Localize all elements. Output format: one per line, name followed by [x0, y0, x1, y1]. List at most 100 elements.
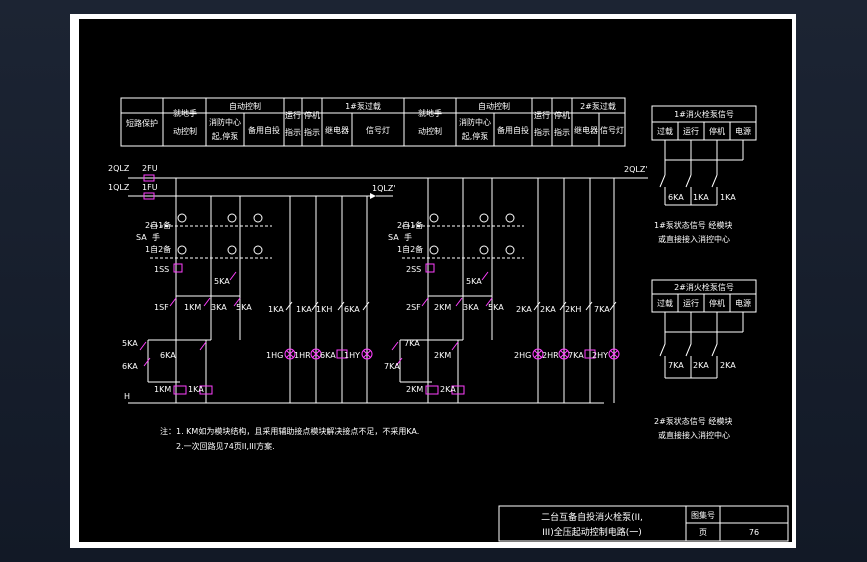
header-fire-center-2b: 起,停泵: [462, 131, 489, 141]
g1-sel-b-contact-2: [227, 245, 237, 255]
group1-wiring: [139, 196, 370, 403]
g1-sel-b-contact-1: [177, 245, 187, 255]
header-auto-ctrl-1: 自动控制: [229, 101, 261, 111]
side2-note-2: 或直接接入消控中心: [658, 430, 730, 440]
g1-coil-ka-label: 1KA: [188, 385, 204, 394]
header-run-ind-2a: 运行: [534, 110, 550, 120]
header-relay-1: 继电器: [325, 125, 349, 135]
header-pump1-overload: 1#泵过载: [345, 101, 381, 111]
g2-lamp-2: 2HR: [542, 351, 559, 360]
g1-sel-a-contact-3: [253, 213, 263, 223]
fuse-2fu: [143, 174, 155, 182]
header-fire-center-1b: 起,停泵: [212, 131, 239, 141]
side2-note-1: 2#泵状态信号 经模块: [654, 416, 732, 426]
side2-contact-1: 7KA: [668, 361, 684, 370]
fuse-1fu: [143, 192, 155, 200]
g2-coil-km-label: 2KM: [406, 385, 423, 394]
g1-ss-button: [173, 263, 183, 273]
g2-ss-button: [425, 263, 435, 273]
side2-col-2: 运行: [683, 298, 699, 308]
header-local-manual-2: 动控制: [173, 126, 197, 136]
label-fuse-2fu: 2FU: [142, 164, 158, 173]
g1-ka6-label: 6KA: [160, 351, 176, 360]
header-run-ind-2b: 指示: [534, 127, 550, 137]
g2-sel-b-label: 1自2备: [397, 244, 423, 254]
g1-sel-b-contact-3: [253, 245, 263, 255]
g1-sig-4: 6KA: [344, 305, 360, 314]
g1-sel-a-contact-1: [177, 213, 187, 223]
group2-wiring: [391, 178, 617, 403]
header-standby-auto-1: 备用自投: [248, 125, 280, 135]
side1-note-1: 1#泵状态信号 经模块: [654, 220, 732, 230]
side1-col-1: 过载: [657, 126, 673, 136]
g1-ka3-label: 3KA: [211, 303, 227, 312]
header-signal-lamp-1: 信号灯: [366, 125, 390, 135]
side2-col-1: 过载: [657, 298, 673, 308]
g1-ka5b-label: 5KA: [236, 303, 252, 312]
header-run-ind-1a: 运行: [285, 110, 301, 120]
side1-col-3: 停机: [709, 126, 725, 136]
g1-ka-left-a-label: 5KA: [122, 339, 138, 348]
header-fire-center-2a: 消防中心: [459, 117, 491, 127]
g2-km-label: 2KM: [434, 303, 451, 312]
atlas-no-label: 图集号: [691, 510, 715, 520]
g2-ka6-label: 2KM: [434, 351, 451, 360]
g1-sig-3: 1KH: [316, 305, 332, 314]
g1-lamp-4: 1HY: [344, 351, 360, 360]
g1-sel-b-label: 1自2备: [145, 244, 171, 254]
header-run-ind-1b: 指示: [285, 127, 301, 137]
g1-sig-2: 1KA: [296, 305, 312, 314]
label-bus-2qlz: 2QLZ: [108, 164, 130, 173]
g2-sig-4: 7KA: [594, 305, 610, 314]
g2-sel-a-label: 2自1备: [397, 220, 423, 230]
g1-sel-a-contact-2: [227, 213, 237, 223]
g2-coil-ka-label: 2KA: [440, 385, 456, 394]
g2-sel-b-contact-1: [429, 245, 439, 255]
side2-contact-3: 2KA: [720, 361, 736, 370]
g2-sel-a-contact-1: [429, 213, 439, 223]
side1-contact-3: 1KA: [720, 193, 736, 202]
g1-sig-1: 1KA: [268, 305, 284, 314]
g1-coil-km-label: 1KM: [154, 385, 171, 394]
g1-lamp-3: 6KA: [320, 351, 336, 360]
title-line-1: 二台互备自投消火栓泵(II,: [541, 511, 643, 523]
g2-manual-label: 手: [404, 232, 412, 242]
g1-sa-label: SA: [136, 233, 147, 242]
page-label: 页: [699, 528, 707, 537]
g1-lamp-1: 1HG: [266, 351, 283, 360]
g1-ka5-label: 5KA: [214, 277, 230, 286]
header-short-protect: 短路保护: [126, 118, 158, 128]
g1-ss-label: 1SS: [154, 265, 169, 274]
g2-sel-a-contact-2: [479, 213, 489, 223]
label-neutral-h: H: [124, 392, 130, 401]
side-table-2: [651, 279, 757, 379]
header-local-manual-2b: 动控制: [418, 126, 442, 136]
g1-coil-ka: [199, 385, 213, 395]
g2-sa-label: SA: [388, 233, 399, 242]
g2-sf-label: 2SF: [406, 303, 421, 312]
note-1: 注：1. KM如为模块结构，且采用辅助接点模块解决接点不足，不采用KA.: [160, 426, 419, 436]
title-line-2: III)全压起动控制电路(一): [542, 526, 642, 538]
side1-contact-2: 1KA: [693, 193, 709, 202]
g2-ss-label: 2SS: [406, 265, 421, 274]
side2-col-4: 电源: [735, 298, 751, 308]
side1-col-2: 运行: [683, 126, 699, 136]
g2-sel-b-contact-3: [505, 245, 515, 255]
title-block: [498, 505, 789, 542]
g2-ka-left-b-label: 7KA: [384, 362, 400, 371]
header-pump2-overload: 2#泵过载: [580, 101, 616, 111]
g1-manual-label: 手: [152, 232, 160, 242]
header-local-manual-2a: 就地手: [418, 108, 442, 118]
side1-title: 1#消火栓泵信号: [674, 109, 734, 119]
g2-ka5-label: 5KA: [466, 277, 482, 286]
side2-title: 2#消火栓泵信号: [674, 282, 734, 292]
header-signal-lamp-2: 信号灯: [600, 125, 624, 135]
label-bus-1qlz-end: 1QLZ': [372, 184, 396, 193]
label-fuse-1fu: 1FU: [142, 183, 158, 192]
g2-sig-2: 2KA: [540, 305, 556, 314]
side2-contact-2: 2KA: [693, 361, 709, 370]
page-value: 76: [749, 528, 759, 537]
g1-sel-a-label: 2自1备: [145, 220, 171, 230]
